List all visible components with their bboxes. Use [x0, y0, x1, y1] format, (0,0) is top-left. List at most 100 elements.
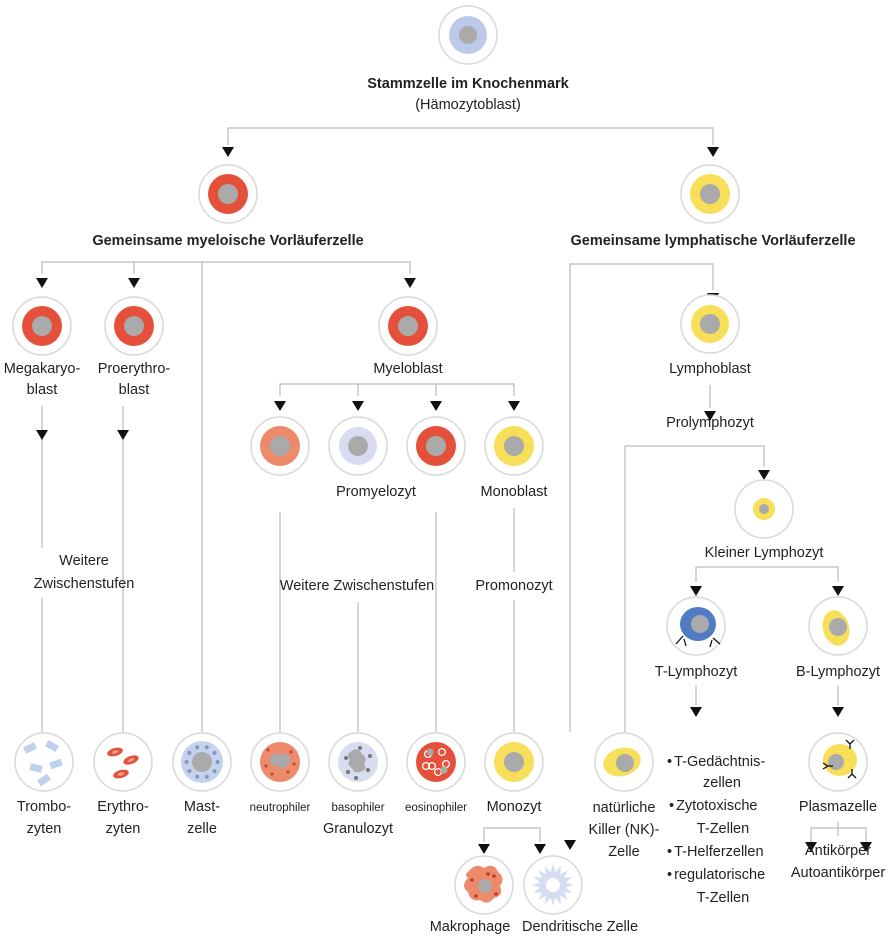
- t-subtype-gedaechtnis: T-Gedächtnis-: [667, 753, 765, 772]
- arrowhead: [534, 844, 546, 854]
- connector-line: [810, 827, 867, 842]
- arrowhead: [860, 842, 872, 852]
- stem-cell: [438, 5, 498, 65]
- arrowhead: [564, 840, 576, 850]
- t-lymphocyte-cell: [666, 596, 726, 656]
- trombozyten-label-2: zyten: [26, 821, 62, 837]
- mastzelle-label-1: Mast-: [183, 799, 221, 815]
- plasmazelle-label: Plasmazelle: [798, 799, 878, 815]
- eosinophiler-label: eosinophiler: [404, 802, 468, 814]
- makrophage-cell: [454, 855, 514, 915]
- plasmazelle-cell: [808, 732, 868, 792]
- connector-line: [695, 566, 839, 582]
- arrowhead: [704, 411, 716, 421]
- arrowhead: [758, 470, 770, 480]
- connector-line: [569, 263, 714, 732]
- neutrophiler-cell: [250, 732, 310, 792]
- trombozyten-label-1: Trombo-: [16, 799, 72, 815]
- promyelozyt-cell: [328, 416, 388, 476]
- connector-lines: [41, 127, 867, 842]
- promyelozyt-label: Promyelozyt: [336, 484, 416, 500]
- nk-zelle-label-1: natürliche: [592, 800, 656, 816]
- granulocyte-precursor-cell: [250, 416, 310, 476]
- t-subtype-regulatorisch: regulatorische: [667, 866, 765, 885]
- proerythroblast-label-1: Proerythro-: [97, 361, 171, 377]
- myeloid-progenitor-label: Gemeinsame myeloische Vorläuferzelle: [92, 233, 364, 249]
- arrowhead: [128, 278, 140, 288]
- b-lymphocyte-cell: [808, 596, 868, 656]
- monozyt-label: Monozyt: [486, 799, 542, 815]
- promonozyt-label: Promonozyt: [475, 578, 553, 594]
- monoblast-label: Monoblast: [480, 484, 548, 500]
- neutrophiler-label: neutrophiler: [249, 802, 311, 814]
- erythrozyten-label-2: zyten: [105, 821, 141, 837]
- weitere-left-label-2: Zwischenstufen: [33, 576, 135, 592]
- connector-line: [227, 127, 714, 145]
- arrowhead: [832, 707, 844, 717]
- small-lymphocyte-cell: [734, 479, 794, 539]
- lymphoid-progenitor-cell: [680, 164, 740, 224]
- autoantikoerper-label: Autoantikörper: [790, 865, 886, 881]
- t-subtype-gedaechtnis-2: zellen: [703, 775, 741, 791]
- arrowhead: [805, 842, 817, 852]
- arrowhead: [690, 707, 702, 717]
- t-subtype-helfer: T-Helferzellen: [667, 843, 763, 862]
- t-subtype-zytotoxisch: Zytotoxische: [669, 797, 757, 816]
- basophiler-cell: [328, 732, 388, 792]
- lymphoblast-label: Lymphoblast: [669, 361, 751, 377]
- arrowhead: [832, 586, 844, 596]
- erythrozyten-label-1: Erythro-: [97, 799, 149, 815]
- proerythroblast-cell: [104, 296, 164, 356]
- prolymphozyt-label: Prolymphozyt: [666, 415, 754, 431]
- connector-line: [483, 827, 541, 842]
- weitere-left-label-1: Weitere: [59, 553, 109, 569]
- cells: [12, 5, 868, 915]
- arrowhead: [222, 147, 234, 157]
- connector-line: [279, 383, 515, 396]
- nk-zelle-label-3: Zelle: [608, 844, 640, 860]
- mastzelle-label-2: zelle: [187, 821, 217, 837]
- arrowhead: [36, 430, 48, 440]
- arrowhead: [352, 401, 364, 411]
- monozyt-cell: [484, 732, 544, 792]
- arrowhead: [117, 430, 129, 440]
- arrowhead: [508, 401, 520, 411]
- dendritische-zelle-label: Dendritische Zelle: [521, 919, 639, 935]
- connector-line: [41, 261, 411, 274]
- lymphoblast-cell: [680, 294, 740, 354]
- trombozyten-cell: [14, 732, 74, 792]
- nk-zelle-label-2: Killer (NK)-: [588, 822, 660, 838]
- eosinophiler-cell: [406, 732, 466, 792]
- lymphoid-progenitor-label: Gemeinsame lymphatische Vorläuferzelle: [570, 233, 856, 249]
- t-subtype-zytotoxisch-2: T-Zellen: [696, 821, 750, 837]
- antikoerper-label: Antikörper: [804, 843, 872, 859]
- b-lymphozyt-label: B-Lymphozyt: [795, 664, 881, 680]
- makrophage-label: Makrophage: [429, 919, 511, 935]
- eosinophil-precursor-cell: [406, 416, 466, 476]
- t-lymphozyt-label: T-Lymphozyt: [654, 664, 738, 680]
- stem-cell-subtitle: (Hämozytoblast): [415, 97, 521, 113]
- arrowhead: [404, 278, 416, 288]
- arrowhead: [690, 586, 702, 596]
- megakaryoblast-cell: [12, 296, 72, 356]
- arrowhead: [707, 147, 719, 157]
- nk-zelle-cell: [594, 732, 654, 792]
- granulozyt-label: Granulozyt: [322, 821, 394, 837]
- myeloid-progenitor-cell: [198, 164, 258, 224]
- dendritische-zelle-cell: [523, 855, 583, 915]
- proerythroblast-label-2: blast: [118, 382, 150, 398]
- t-subtype-regulatorisch-2: T-Zellen: [696, 890, 750, 906]
- weitere-mid-label: Weitere Zwischenstufen: [279, 578, 435, 594]
- arrowhead: [36, 278, 48, 288]
- mastzelle-cell: [172, 732, 232, 792]
- arrowhead: [274, 401, 286, 411]
- megakaryoblast-label-1: Megakaryo-: [3, 361, 81, 377]
- megakaryoblast-label-2: blast: [26, 382, 58, 398]
- connector-line: [624, 445, 765, 732]
- kleiner-lymphozyt-label: Kleiner Lymphozyt: [704, 545, 824, 561]
- arrowhead: [478, 844, 490, 854]
- myeloblast-cell: [378, 296, 438, 356]
- erythrozyten-cell: [93, 732, 153, 792]
- myeloblast-label: Myeloblast: [373, 361, 443, 377]
- arrowhead: [430, 401, 442, 411]
